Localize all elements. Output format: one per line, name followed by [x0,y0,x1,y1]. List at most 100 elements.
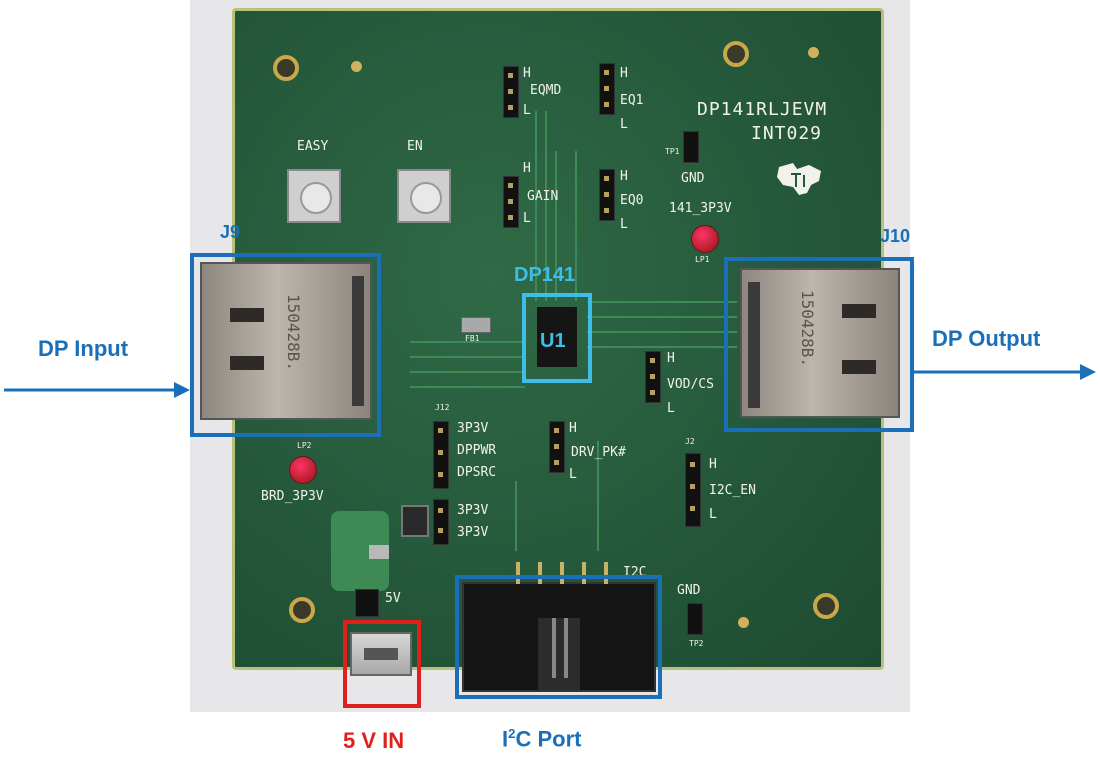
header-pin [516,562,520,584]
silk-brd-3p3v: BRD_3P3V [261,489,324,504]
dp-input-connector-j9[interactable]: 150428B. [200,262,372,420]
dp-output-connector-j10[interactable]: 150428B. [740,268,900,418]
silk-l: L [709,507,717,522]
silk-h: H [709,457,717,472]
silk-j12: J12 [435,403,450,412]
trace [587,316,737,318]
silk-j2: J2 [685,437,695,446]
jumper-vod-cs[interactable] [645,351,661,403]
silk-h: H [523,161,531,176]
silk-gain: GAIN [527,189,559,204]
header-pin [604,562,608,584]
trace [587,346,737,348]
test-point-tp1[interactable] [683,131,699,163]
label-j10: J10 [880,226,911,246]
silk-l: L [523,211,531,226]
silk-vod-cs: VOD/CS [667,377,714,392]
silk-dppwr: DPPWR [457,443,497,458]
silk-fb1: FB1 [465,334,480,343]
jumper-i2c-en[interactable] [685,453,701,527]
jumper-j12[interactable] [433,421,449,489]
trace [410,386,525,388]
micro-usb-connector-j13[interactable] [350,632,412,676]
via [738,617,749,628]
jumper-eq0[interactable] [599,169,615,221]
silk-h: H [523,66,531,81]
silk-gnd-top: GND [681,171,705,186]
silk-dpsrc: DPSRC [457,465,497,480]
mounting-hole [289,597,315,623]
trace [410,356,525,358]
silk-easy: EASY [297,139,329,154]
silk-h: H [569,421,577,436]
silk-3p3v-c: 3P3V [457,525,489,540]
board-title: DP141RLJEVM [697,99,828,120]
mounting-hole [723,41,749,67]
silk-eq1: EQ1 [620,93,644,108]
u1-highlight-box [522,293,592,383]
jumper-drv-pk[interactable] [549,421,565,473]
test-loop-lp1[interactable] [691,225,719,253]
output-arrow [912,364,1096,380]
trace [410,341,525,343]
dp141-chip [537,307,577,367]
silk-h: H [667,351,675,366]
silk-h: H [620,169,628,184]
jumper-eqmd[interactable] [503,66,519,118]
jumper-eq1[interactable] [599,63,615,115]
label-u1: U1 [540,330,566,352]
trace [410,371,525,373]
input-arrow [4,382,190,398]
silk-l: L [667,401,675,416]
jumper-j11[interactable] [433,499,449,545]
via [808,47,819,58]
trace [587,301,737,303]
mounting-hole [813,593,839,619]
silk-gnd-bottom: GND [677,583,701,598]
capacitor [369,545,389,559]
jumper-gain[interactable] [503,176,519,228]
silk-l: L [523,103,531,118]
test-point-5v[interactable] [355,589,379,617]
j10-highlight-box [724,257,914,432]
label-i2c-port-sup: 2 [508,726,516,741]
silk-lp1: LP1 [695,255,710,264]
trace [597,441,599,551]
silk-eq0: EQ0 [620,193,644,208]
test-point-tp2[interactable] [687,603,703,635]
label-5v-in: 5 V IN [343,728,405,753]
trace [587,331,737,333]
silk-eqmd: EQMD [530,83,562,98]
j9-highlight-box [190,253,381,437]
silk-l: L [620,117,628,132]
trace [545,111,547,301]
test-loop-lp2[interactable] [289,456,317,484]
header-pin [538,562,542,584]
usb-highlight-box [343,620,421,708]
trace [535,111,537,301]
en-button[interactable] [397,169,451,223]
header-pin [560,562,564,584]
easy-button[interactable] [287,169,341,223]
silk-tp2: TP2 [689,639,704,648]
board-subtitle: INT029 [751,123,823,144]
silk-drv-pk: DRV_PK# [571,445,626,460]
silk-l: L [569,467,577,482]
label-j9: J9 [220,222,241,242]
silk-l: L [620,217,628,232]
header-pin [582,562,586,584]
ti-logo [777,163,821,195]
label-dp-output: DP Output [932,326,1041,351]
i2c-highlight-box [455,575,662,699]
silk-i2c-en: I2C_EN [709,483,756,498]
i2c-header-j8[interactable] [462,582,656,692]
silk-3p3v-a: 3P3V [457,421,489,436]
inductor-l1 [401,505,429,537]
ferrite-bead-fb1 [461,317,491,333]
silk-3p3v-b: 3P3V [457,503,489,518]
via [351,61,362,72]
connector-marking: 150428B. [798,290,817,368]
label-i2c-port: I2C Port [502,726,581,752]
label-i2c-port-pre: I [502,726,509,752]
silk-5v: 5V [385,591,401,606]
